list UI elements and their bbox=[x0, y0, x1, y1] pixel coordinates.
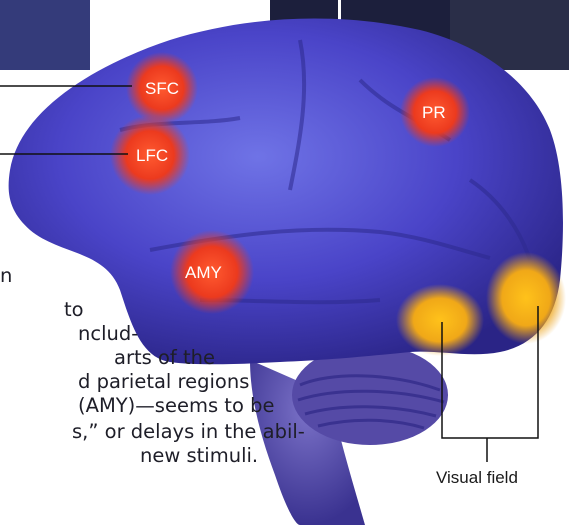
body-line: new stimuli. bbox=[140, 444, 258, 469]
body-line: d parietal regions bbox=[78, 370, 249, 395]
body-line: to bbox=[64, 298, 84, 323]
body-line: nclud- bbox=[78, 322, 138, 347]
label-pr: PR bbox=[422, 103, 446, 122]
label-amy: AMY bbox=[185, 263, 222, 282]
body-line: arts of the bbox=[114, 346, 215, 371]
body-line: (AMY)—seems to be bbox=[78, 394, 274, 419]
body-line: s,” or delays in the abil- bbox=[72, 420, 305, 445]
label-lfc: LFC bbox=[136, 146, 168, 165]
label-visual-field: Visual field bbox=[436, 468, 518, 488]
label-sfc: SFC bbox=[145, 79, 179, 98]
body-line: n bbox=[0, 264, 12, 289]
